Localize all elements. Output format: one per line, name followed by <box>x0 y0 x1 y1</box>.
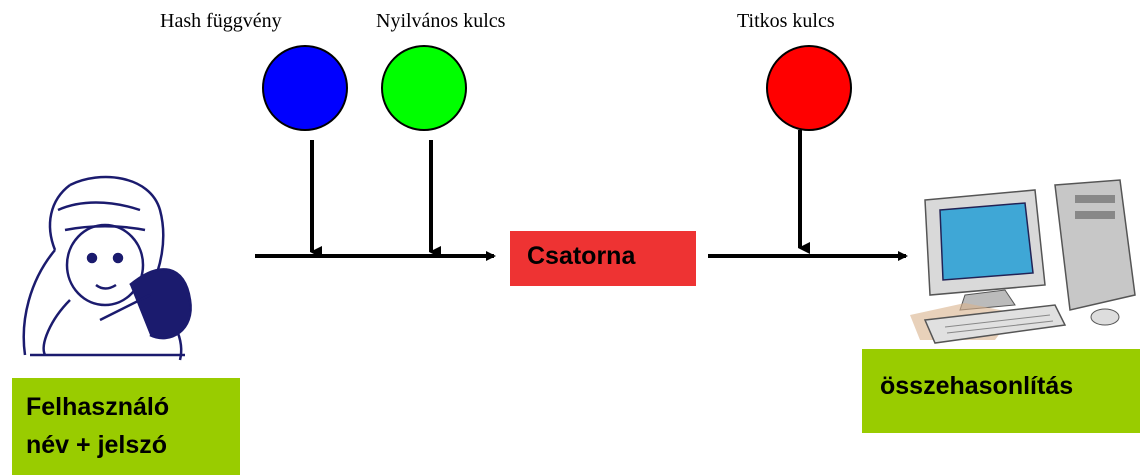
hash-function-label: Hash függvény <box>160 10 282 32</box>
computer-icon <box>910 179 1136 344</box>
channel-box: Csatorna <box>510 231 696 286</box>
user-label-line2: név + jelszó <box>26 431 168 459</box>
hash-function-circle <box>262 45 348 131</box>
comparison-label: összehasonlítás <box>880 372 1074 400</box>
comparison-box: összehasonlítás <box>862 349 1140 433</box>
channel-label: Csatorna <box>527 242 636 270</box>
user-icon <box>22 175 192 361</box>
public-key-circle <box>381 45 467 131</box>
user-credentials-box: Felhasználó név + jelszó <box>12 378 240 475</box>
public-key-label: Nyilvános kulcs <box>376 10 506 32</box>
secret-key-label: Titkos kulcs <box>737 10 835 32</box>
secret-key-circle <box>766 45 852 131</box>
user-label-line1: Felhasználó <box>26 393 170 421</box>
